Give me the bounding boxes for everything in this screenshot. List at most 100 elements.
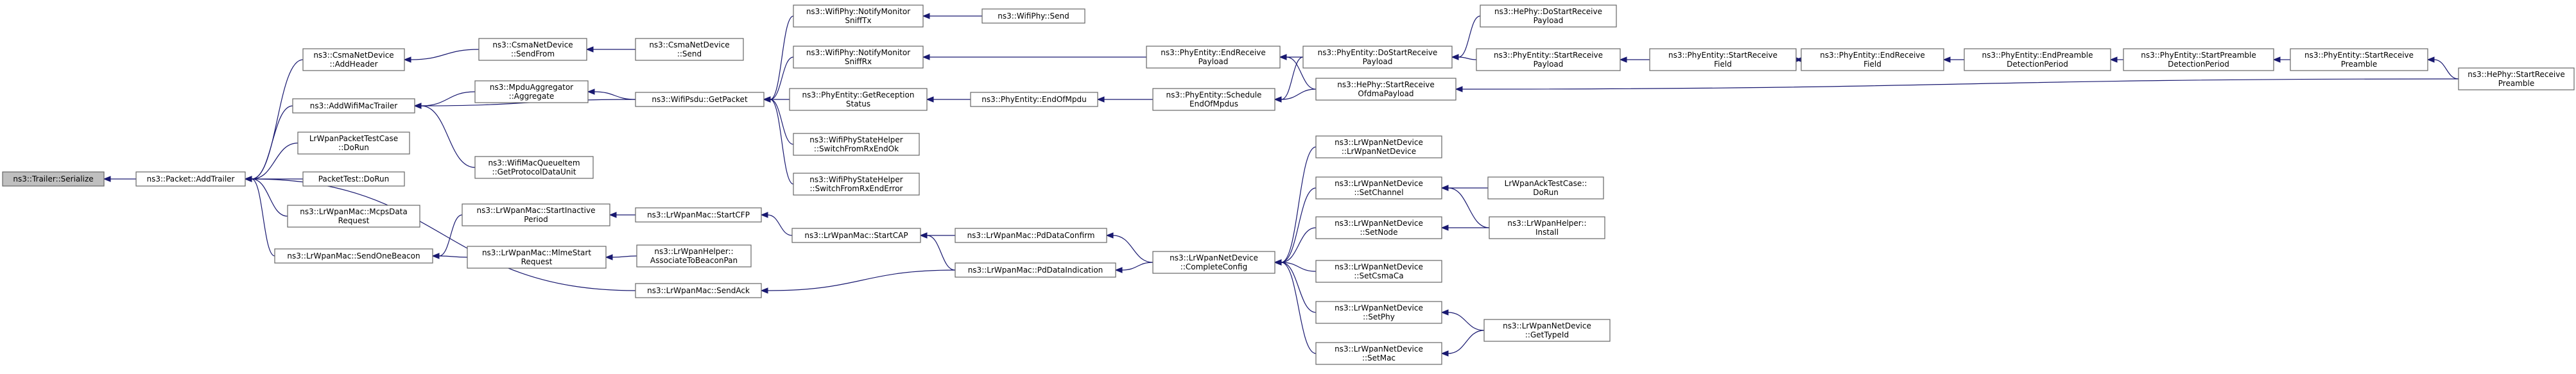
function-node-csma-send[interactable]: ns3::CsmaNetDevice::Send [635, 38, 744, 61]
arrowhead-icon [431, 253, 440, 259]
node-label-line: ns3::LrWpanMac::PdDataConfirm [967, 231, 1095, 240]
node-label-line: ns3::PhyEntity::Schedule [1166, 90, 1262, 99]
function-node-csma-addheader[interactable]: ns3::CsmaNetDevice::AddHeader [302, 48, 405, 71]
function-node-switch-rx-enderror[interactable]: ns3::WifiPhyStateHelper::SwitchFromRxEnd… [793, 173, 920, 196]
call-edge-he-do-start-receive-payload-to-do-start-receive-payload [1458, 15, 1481, 58]
function-node-end-of-mpdu[interactable]: ns3::PhyEntity::EndOfMpdu [970, 92, 1098, 107]
arrowhead-icon [760, 287, 768, 294]
node-label-line: ns3::LrWpanNetDevice [1335, 262, 1423, 271]
node-box [297, 132, 410, 155]
function-node-set-node[interactable]: ns3::LrWpanNetDevice::SetNode [1315, 216, 1442, 239]
function-node-addwifimac[interactable]: ns3::AddWifiMacTrailer [292, 98, 415, 114]
call-edge-notify-sniff-tx-to-wifipsdu-getpacket [770, 15, 794, 100]
node-label-line: ns3::MpduAggregator [490, 83, 573, 92]
function-node-set-phy[interactable]: ns3::LrWpanNetDevice::SetPhy [1315, 301, 1442, 324]
function-node-pd-data-confirm[interactable]: ns3::LrWpanMac::PdDataConfirm [955, 228, 1107, 243]
call-edge-mcps-data-req-to-packet-addtrailer [251, 178, 288, 217]
function-node-set-channel[interactable]: ns3::LrWpanNetDevice::SetChannel [1315, 176, 1442, 200]
arrowhead-icon [1440, 350, 1449, 357]
function-node-end-preamble-detection[interactable]: ns3::PhyEntity::EndPreambleDetectionPeri… [1964, 48, 2111, 71]
node-label-line: DoRun [1533, 188, 1559, 197]
node-label-line: ns3::WifiPhy::NotifyMonitor [806, 48, 910, 57]
function-node-start-cfp[interactable]: ns3::LrWpanMac::StartCFP [635, 207, 762, 223]
node-box [636, 244, 752, 268]
call-edge-do-start-receive-payload-to-schedule-end-mpdus [1281, 56, 1304, 100]
node-label-line: Preamble [2341, 60, 2377, 69]
function-node-lrwpan-netdevice-ctor[interactable]: ns3::LrWpanNetDevice::LrWpanNetDevice [1315, 135, 1442, 158]
function-node-wifiphy-send[interactable]: ns3::WifiPhy::Send [981, 8, 1085, 24]
node-label-line: ns3::LrWpanNetDevice [1335, 303, 1423, 312]
function-node-start-preamble-detection[interactable]: ns3::PhyEntity::StartPreambleDetectionPe… [2123, 48, 2274, 71]
function-node-mpdu-aggregate[interactable]: ns3::MpduAggregator::Aggregate [474, 80, 589, 103]
function-node-lrwpan-packet-test[interactable]: LrWpanPacketTestCase::DoRun [297, 132, 410, 155]
node-label-line: ns3::WifiPhyStateHelper [809, 175, 903, 184]
function-node-trailer-serialize[interactable]: ns3::Trailer::Serialize [2, 171, 105, 187]
function-node-pd-data-indication[interactable]: ns3::LrWpanMac::PdDataIndication [955, 262, 1116, 278]
function-node-associate-to-beacon-pan[interactable]: ns3::LrWpanHelper::AssociateToBeaconPan [636, 244, 752, 268]
function-node-send-ack[interactable]: ns3::LrWpanMac::SendAck [635, 283, 762, 298]
node-box [635, 92, 765, 107]
function-node-packettest-dorun[interactable]: PacketTest::DoRun [302, 171, 405, 187]
node-label-line: SniffTx [845, 16, 871, 25]
call-edge-set-mac-to-complete-config [1281, 262, 1317, 354]
node-box [793, 173, 920, 196]
arrowhead-icon [922, 54, 930, 60]
node-box [2123, 48, 2274, 71]
function-node-start-cap[interactable]: ns3::LrWpanMac::StartCAP [791, 228, 921, 243]
node-label-line: ns3::LrWpanNetDevice [1503, 321, 1591, 330]
arrowhead-icon [2109, 56, 2118, 63]
call-edge-complete-config-to-pd-data-confirm [1112, 235, 1154, 263]
call-edge-wifipsdu-getpacket-to-mpdu-aggregate [594, 91, 636, 100]
function-node-set-mac[interactable]: ns3::LrWpanNetDevice::SetMac [1315, 342, 1442, 365]
node-label-line: ns3::LrWpanMac::StartInactive [477, 206, 596, 215]
function-node-packet-addtrailer[interactable]: ns3::Packet::AddTrailer [135, 171, 246, 187]
node-box [287, 205, 420, 228]
function-node-switch-rx-endok[interactable]: ns3::WifiPhyStateHelper::SwitchFromRxEnd… [793, 133, 920, 156]
call-edge-start-receive-payload-to-do-start-receive-payload [1458, 56, 1477, 60]
arrowhead-icon [2426, 56, 2435, 63]
node-box [1315, 78, 1457, 101]
function-node-wifipsdu-getpacket[interactable]: ns3::WifiPsdu::GetPacket [635, 92, 765, 107]
node-label-line: ns3::PhyEntity::EndOfMpdu [981, 95, 1086, 104]
node-box [467, 246, 607, 269]
node-label-line: EndOfMpdus [1189, 99, 1238, 108]
function-node-send-one-beacon[interactable]: ns3::LrWpanMac::SendOneBeacon [274, 248, 433, 264]
arrowhead-icon [760, 212, 768, 218]
function-node-lrwpan-helper-install[interactable]: ns3::LrWpanHelper::Install [1489, 216, 1605, 239]
node-box [274, 248, 433, 264]
node-box [1476, 48, 1621, 71]
node-label-line: ::Aggregate [509, 92, 555, 101]
function-node-set-csmaca[interactable]: ns3::LrWpanNetDevice::SetCsmaCa [1315, 260, 1442, 283]
function-node-wifimac-queue-item[interactable]: ns3::WifiMacQueueItem::GetProtocolDataUn… [474, 156, 594, 179]
node-label-line: SniffRx [845, 57, 872, 66]
node-box [1315, 176, 1442, 200]
node-label-line: ns3::AddWifiMacTrailer [310, 101, 398, 110]
node-box [793, 133, 920, 156]
function-node-complete-config[interactable]: ns3::LrWpanNetDevice::CompleteConfig [1152, 251, 1275, 274]
node-label-line: ns3::WifiPhy::Send [998, 12, 1069, 21]
node-label-line: Period [524, 215, 548, 224]
function-node-get-type-id[interactable]: ns3::LrWpanNetDevice::GetTypeId [1483, 319, 1611, 342]
function-node-lrwpan-ack-test[interactable]: LrWpanAckTestCase::DoRun [1487, 176, 1604, 200]
node-label-line: Payload [1534, 60, 1564, 69]
node-label-line: ns3::LrWpanMac::StartCAP [804, 231, 908, 240]
function-node-csma-sendfrom[interactable]: ns3::CsmaNetDevice::SendFrom [478, 38, 587, 61]
node-label-line: ns3::LrWpanMac::MlmeStart [482, 248, 591, 257]
node-box [1146, 46, 1281, 69]
